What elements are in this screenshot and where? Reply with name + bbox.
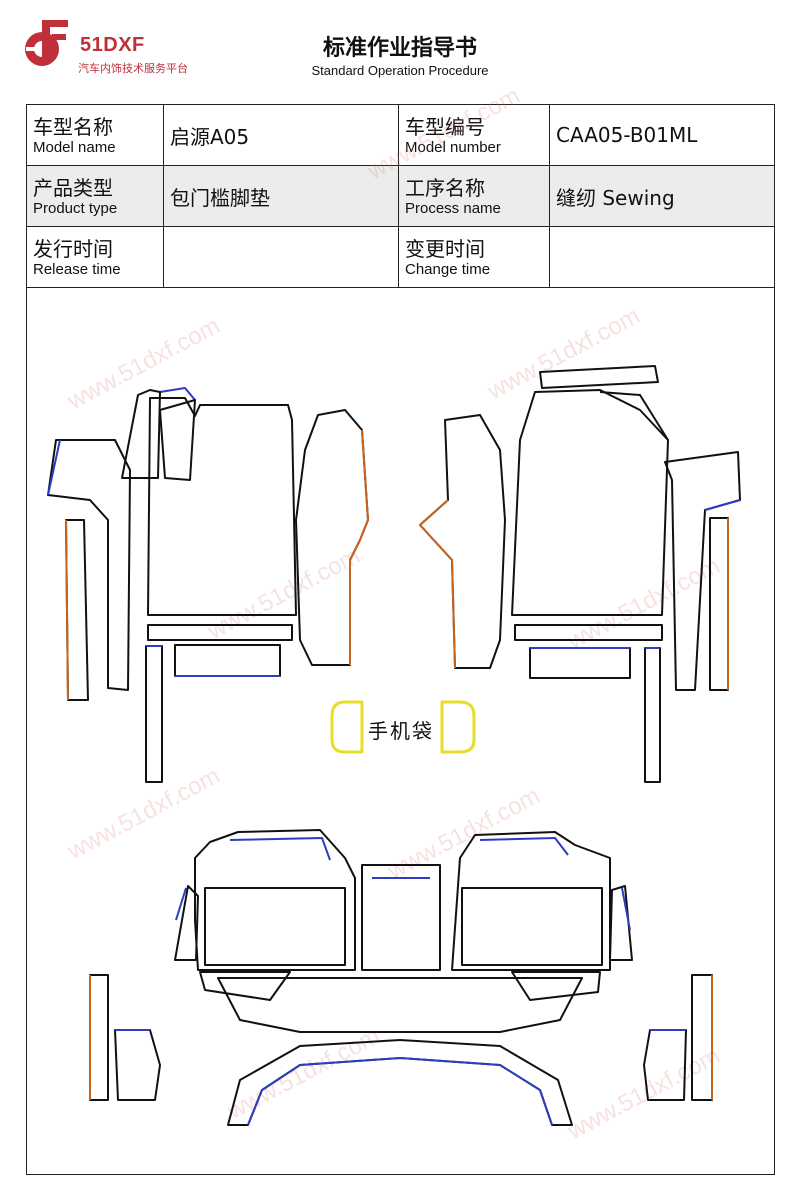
label-cn: 车型编号 bbox=[405, 114, 485, 139]
info-row: 发行时间 Release time 变更时间 Change time bbox=[26, 226, 775, 288]
front-right-mat-group bbox=[419, 365, 741, 783]
pattern-piece bbox=[479, 837, 569, 856]
pattern-piece bbox=[609, 885, 633, 961]
pattern-piece bbox=[204, 887, 346, 966]
pattern-piece bbox=[529, 647, 631, 679]
product-type-value: 包门槛脚垫 bbox=[163, 165, 399, 227]
pattern-piece bbox=[194, 829, 356, 971]
label-en: Model number bbox=[405, 138, 501, 156]
document-subtitle: Standard Operation Procedure bbox=[311, 63, 489, 78]
release-time-label: 发行时间 Release time bbox=[26, 226, 164, 288]
pattern-piece bbox=[704, 499, 741, 511]
pattern-piece bbox=[114, 1029, 161, 1101]
pattern-piece bbox=[247, 1057, 553, 1126]
phone-pocket-group bbox=[330, 700, 476, 754]
pattern-piece bbox=[539, 365, 659, 389]
info-table: 车型名称 Model name 启源A05 车型编号 Model number … bbox=[26, 104, 775, 288]
pattern-piece bbox=[145, 645, 163, 783]
pattern-piece bbox=[147, 397, 297, 616]
pattern-piece bbox=[65, 519, 69, 701]
label-en: Change time bbox=[405, 260, 491, 278]
release-time-value bbox=[163, 226, 399, 288]
label-en: Model name bbox=[33, 138, 116, 156]
pattern-piece bbox=[175, 887, 187, 921]
pattern-piece bbox=[174, 644, 281, 677]
phone-pocket-right bbox=[440, 700, 476, 754]
label-en: Process name bbox=[405, 199, 501, 217]
pattern-piece bbox=[451, 831, 611, 971]
pattern-piece bbox=[419, 414, 506, 669]
pattern-piece bbox=[709, 517, 729, 691]
brand-tagline: 汽车内饰技术服务平台 bbox=[78, 62, 188, 75]
phone-pocket-label: 手机袋 bbox=[368, 719, 434, 743]
rear-mat-group bbox=[89, 829, 713, 1126]
pattern-piece bbox=[174, 885, 199, 961]
pattern-piece bbox=[199, 971, 291, 1001]
pattern-piece bbox=[419, 499, 456, 669]
label-cn: 变更时间 bbox=[405, 236, 485, 261]
change-time-value bbox=[549, 226, 775, 288]
pattern-piece bbox=[229, 837, 331, 861]
label-cn: 车型名称 bbox=[33, 114, 113, 139]
pattern-piece bbox=[644, 647, 661, 783]
pattern-piece bbox=[643, 1029, 687, 1101]
pattern-piece bbox=[511, 389, 669, 616]
brand-name: 51DXF bbox=[80, 34, 145, 56]
pattern-piece bbox=[159, 387, 196, 401]
pattern-piece bbox=[349, 429, 369, 665]
product-type-label: 产品类型 Product type bbox=[26, 165, 164, 227]
phone-pocket-left bbox=[330, 700, 364, 754]
label-cn: 工序名称 bbox=[405, 175, 485, 200]
process-name-label: 工序名称 Process name bbox=[398, 165, 550, 227]
pattern-piece bbox=[159, 399, 196, 481]
pattern-piece bbox=[361, 864, 441, 971]
model-number-label: 车型编号 Model number bbox=[398, 104, 550, 166]
pattern-piece bbox=[147, 624, 293, 641]
pattern-piece bbox=[511, 971, 601, 1001]
pattern-piece bbox=[89, 974, 109, 1101]
pattern-drawing-frame bbox=[26, 288, 775, 1175]
pattern-piece bbox=[621, 887, 631, 931]
label-cn: 产品类型 bbox=[33, 175, 113, 200]
pattern-piece bbox=[65, 519, 89, 701]
change-time-label: 变更时间 Change time bbox=[398, 226, 550, 288]
pattern-piece bbox=[599, 391, 669, 441]
pattern-piece bbox=[47, 439, 131, 691]
pattern-piece bbox=[691, 974, 713, 1101]
pattern-piece bbox=[461, 887, 603, 966]
brand-logo-icon bbox=[25, 20, 68, 66]
pattern-piece bbox=[217, 977, 583, 1033]
pattern-piece bbox=[47, 439, 61, 496]
label-cn: 发行时间 bbox=[33, 236, 113, 261]
pattern-piece bbox=[121, 389, 161, 479]
label-en: Product type bbox=[33, 199, 118, 217]
pattern-piece bbox=[227, 1039, 573, 1126]
front-left-mat-group bbox=[47, 387, 369, 783]
label-en: Release time bbox=[33, 260, 121, 278]
pattern-piece bbox=[664, 451, 741, 691]
model-name-value: 启源A05 bbox=[163, 104, 399, 166]
pattern-piece bbox=[295, 409, 369, 666]
document-title: 标准作业指导书 bbox=[322, 36, 477, 61]
pattern-piece bbox=[514, 624, 663, 641]
